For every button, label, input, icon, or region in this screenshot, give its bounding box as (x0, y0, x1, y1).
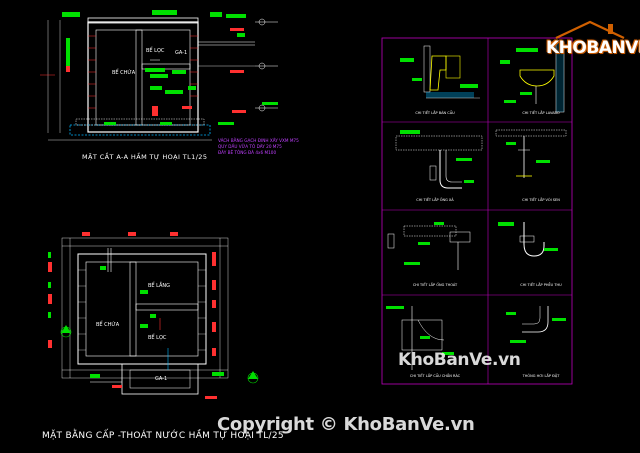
room-label-section-chua: BỂ CHỨA (112, 70, 136, 76)
detail-cleanout (387, 222, 471, 270)
detail-caption: CHI TIẾT LẮP LAVABO (522, 111, 560, 115)
note-line: QUY DẦU VỮA TÔ DÀY 20 M75 (218, 144, 282, 149)
house-icon (555, 20, 625, 39)
watermark-copyright: Copyright © KhoBanVe.vn (217, 414, 475, 435)
detail-caption: CHI TIẾT LẮP ỐNG XẢ (416, 198, 454, 202)
plan-title: MẶT BẰNG CẤP -THOÁT NƯỚC HẦM TỰ HOẠI TL/… (42, 431, 284, 441)
room-label-plan-lang: BỂ LẮNG (148, 283, 170, 289)
brand-text: KHOBANVE (546, 38, 640, 58)
detail-caption: CHI TIẾT LẮP PHỄU THU (520, 283, 562, 287)
brand-logo: KHOBANVE (512, 18, 640, 64)
detail-caption: CHI TIẾT LẮP ỐNG THOÁT (412, 283, 458, 287)
section-aa-drawing (40, 10, 278, 141)
room-label-plan-loc: BỂ LỌC (148, 335, 167, 341)
detail-vent (506, 306, 566, 343)
detail-grate (386, 306, 454, 370)
fixture-details-grid (381, 37, 573, 385)
detail-lavabo (500, 41, 565, 113)
room-label-section-ga: GA-1 (175, 50, 188, 56)
room-label-plan-chua: BỂ CHỨA (96, 322, 120, 328)
detail-caption: CHI TIẾT LẮP CẦU CHẮN RÁC (409, 374, 461, 378)
section-symbol-a-left (60, 325, 72, 338)
plan-drawing (48, 232, 259, 399)
room-label-section-loc: BỂ LỌC (146, 48, 165, 54)
detail-caption: THÔNG HƠI LẮP ĐẶT (522, 374, 560, 378)
section-title: MẶT CẮT A-A HẦM TỰ HOẠI TL1/25 (82, 153, 208, 161)
detail-trap (498, 222, 558, 257)
detail-shower (495, 129, 567, 178)
watermark-mid: KhoBanVe.vn (398, 350, 521, 370)
room-label-plan-ga: GA-1 (155, 376, 168, 382)
section-symbol-a-right (247, 371, 259, 384)
note-line: ĐÁY BÊ TÔNG ĐÁ 4x6 M100 (218, 150, 277, 155)
detail-caption: CHI TIẾT LẮP BÀN CẦU (415, 111, 455, 115)
detail-toilet (400, 45, 480, 99)
note-line: VÁCH BẰNG GẠCH ĐINH XÂY VXM M75 (218, 138, 299, 143)
detail-caption: CHI TIẾT LẮP VÒI SEN (522, 198, 560, 202)
construction-note: VÁCH BẰNG GẠCH ĐINH XÂY VXM M75 QUY DẦU … (218, 138, 299, 156)
detail-drain-pipe (395, 130, 483, 189)
